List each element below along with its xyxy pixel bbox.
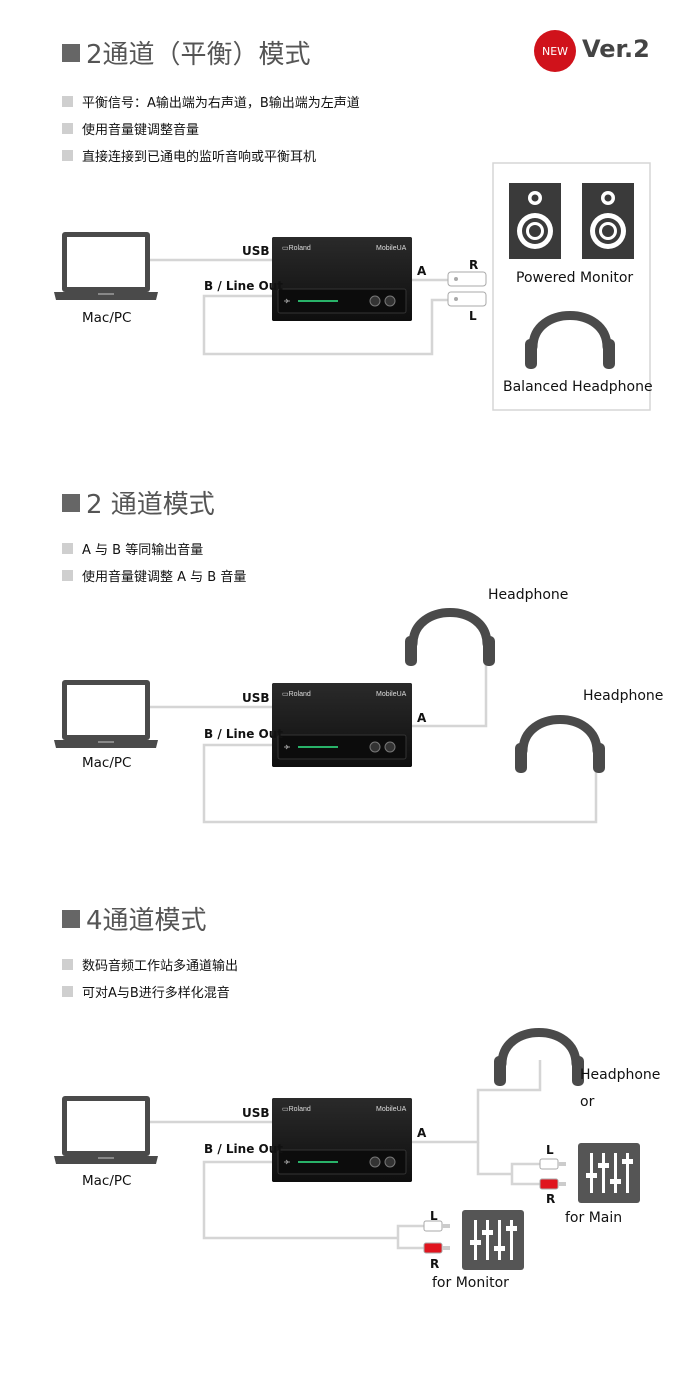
xlr-plug-l-icon — [447, 291, 487, 307]
r-main-label: R — [546, 1192, 556, 1206]
a-label: A — [417, 711, 427, 725]
section1-title: 2通道（平衡）模式 — [62, 34, 311, 71]
for-main-label: for Main — [565, 1210, 623, 1226]
r-monitor-label: R — [430, 1257, 440, 1271]
xlr-plug-r-icon — [447, 271, 487, 287]
section1-bullet: 使用音量键调整音量 — [62, 119, 199, 138]
section1-diagram: ▭Roland MobileUA — [54, 162, 651, 411]
headphone2-icon — [515, 720, 605, 774]
section2-diagram: ▭Roland MobileUA — [54, 613, 605, 824]
section3-bullet: 可对A与B进行多样化混音 — [62, 982, 230, 1001]
section3-title: 4通道模式 — [62, 900, 207, 937]
laptop-icon — [54, 232, 158, 300]
line-out-label: B / Line Out — [204, 279, 283, 293]
headphone1-icon — [405, 613, 495, 667]
section3-diagram: ▭Roland MobileUA — [54, 1033, 640, 1270]
headphone-label: Headphone — [580, 1067, 661, 1083]
or-label: or — [580, 1094, 595, 1110]
section2-bullet: 使用音量键调整 A 与 B 音量 — [62, 566, 246, 585]
device-model: MobileUA — [376, 245, 407, 252]
l-label: L — [469, 309, 477, 323]
usb-label: USB — [242, 244, 270, 258]
new-badge: NEW — [534, 30, 576, 72]
line-out-label: B / Line Out — [204, 727, 283, 741]
l-monitor-label: L — [430, 1209, 438, 1223]
headphone1-label: Headphone — [488, 587, 569, 603]
section1-bullet: 直接连接到已通电的监听音响或平衡耳机 — [62, 146, 316, 165]
section1-bullet: 平衡信号：A输出端为右声道，B输出端为左声道 — [62, 92, 360, 111]
laptop-icon — [54, 680, 158, 748]
computer-label: Mac/PC — [82, 310, 132, 326]
speaker-right-icon — [582, 183, 634, 259]
laptop-icon — [54, 1096, 158, 1164]
usb-label: USB — [242, 1106, 270, 1120]
rca-plug-r-main-icon — [539, 1178, 567, 1190]
device-brand: ▭Roland — [282, 691, 311, 698]
device-model: MobileUA — [376, 1106, 407, 1113]
device-brand: ▭Roland — [282, 245, 311, 252]
section3-bullet: 数码音频工作站多通道输出 — [62, 955, 238, 974]
section2-bullet: A 与 B 等同输出音量 — [62, 539, 203, 558]
mixer-main-icon — [578, 1143, 640, 1203]
a-label: A — [417, 1126, 427, 1140]
rca-plug-r-monitor-icon — [423, 1242, 451, 1254]
usb-label: USB — [242, 691, 270, 705]
balanced-headphone-label: Balanced Headphone — [503, 379, 653, 395]
powered-monitor-label: Powered Monitor — [516, 270, 634, 286]
headphone2-label: Headphone — [583, 688, 664, 704]
device-model: MobileUA — [376, 691, 407, 698]
section2-title: 2 通道模式 — [62, 484, 215, 521]
mixer-monitor-icon — [462, 1210, 524, 1270]
rca-plug-l-main-icon — [539, 1158, 567, 1170]
r-label: R — [469, 258, 479, 272]
computer-label: Mac/PC — [82, 1173, 132, 1189]
computer-label: Mac/PC — [82, 755, 132, 771]
line-out-label: B / Line Out — [204, 1142, 283, 1156]
a-label: A — [417, 264, 427, 278]
device-brand: ▭Roland — [282, 1106, 311, 1113]
for-monitor-label: for Monitor — [432, 1275, 509, 1291]
l-main-label: L — [546, 1143, 554, 1157]
version-label: Ver.2 — [582, 35, 650, 63]
speaker-left-icon — [509, 183, 561, 259]
